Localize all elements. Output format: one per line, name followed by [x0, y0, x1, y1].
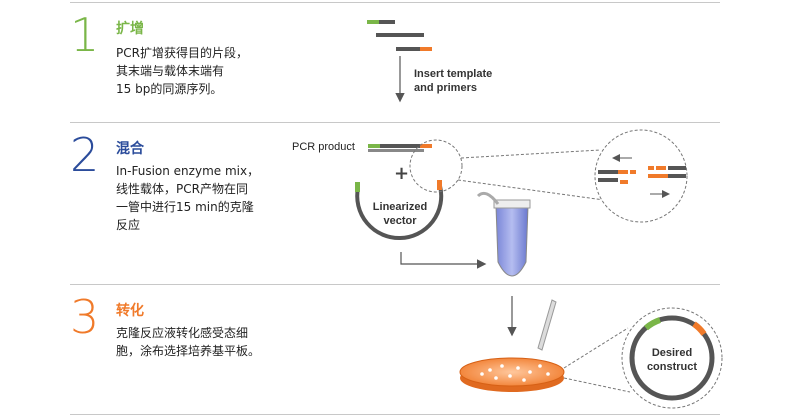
step-1-line: 15 bp的同源序列。 [116, 82, 223, 96]
primer-strands [367, 20, 432, 51]
vector-green-end [355, 182, 360, 192]
plus-sign: + [394, 163, 409, 184]
step-3-number: 3 [70, 290, 100, 344]
step-1-line: PCR扩增获得目的片段， [116, 46, 248, 60]
divider-2 [70, 284, 720, 285]
step-2-title: 混合 [116, 141, 144, 157]
construct-orange-segment [692, 321, 707, 336]
arrow-to-tube [400, 252, 487, 269]
step-1-line: 其末端与载体末端有 [116, 64, 225, 78]
linearized-label-line1: Linearized [373, 201, 427, 213]
step-2-description: In-Fusion enzyme mix， 线性载体，PCR产物在同 一管中进行… [116, 162, 259, 234]
zoom-line [460, 149, 601, 159]
pipette [537, 299, 557, 351]
zoom-line [563, 377, 631, 393]
construct-green-segment [644, 317, 662, 331]
step-1-description: PCR扩增获得目的片段， 其末端与载体末端有 15 bp的同源序列。 [116, 44, 248, 98]
step-2-line: In-Fusion enzyme mix， [116, 164, 260, 178]
step-3-line: 胞，涂布选择培养基平板。 [116, 344, 261, 358]
step-3-line: 克隆反应液转化感受态细 [116, 326, 249, 340]
step-2-line: 线性载体，PCR产物在同 [116, 182, 248, 196]
desired-label-line1: Desired [652, 347, 692, 359]
divider-top [70, 2, 720, 3]
linearized-label-line2: vector [383, 215, 417, 227]
vector-orange-end [437, 180, 442, 190]
step-1-title: 扩增 [116, 21, 144, 37]
construct-zoom-circle [621, 307, 723, 409]
pcr-product-label: PCR product [292, 141, 355, 153]
step-2-line: 反应 [116, 218, 141, 232]
zoom-line [563, 327, 629, 369]
agar-plate [459, 357, 565, 392]
step-3-title: 转化 [116, 303, 144, 319]
divider-1 [70, 122, 720, 123]
insert-label-line2: and primers [414, 82, 477, 94]
zoom-line [457, 179, 605, 201]
divider-bottom [70, 414, 720, 415]
step-1-number: 1 [70, 8, 100, 62]
insert-label-line1: Insert template [414, 68, 492, 80]
reaction-tube [476, 191, 531, 277]
pcr-product-strand [368, 144, 432, 152]
zoom-source-circle [409, 139, 463, 193]
step-3-description: 克隆反应液转化感受态细 胞，涂布选择培养基平板。 [116, 324, 260, 360]
desired-construct-ring [629, 315, 715, 401]
step-2-number: 2 [70, 128, 100, 182]
desired-label-line2: construct [647, 361, 697, 373]
linearized-vector-arc [355, 185, 444, 241]
step-2-line: 一管中进行15 min的克隆 [116, 200, 254, 214]
overlap-detail [598, 154, 686, 198]
zoom-detail-circle [594, 129, 688, 223]
